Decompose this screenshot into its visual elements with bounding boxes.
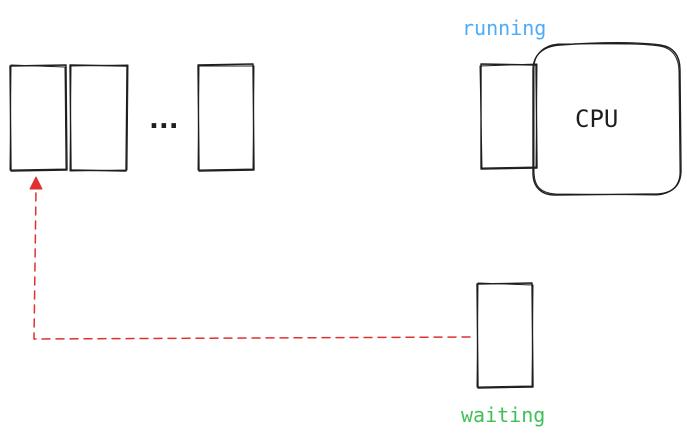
waiting-label: waiting bbox=[461, 403, 545, 427]
queue-slot-1-sketch-pass bbox=[9, 64, 67, 171]
cpu: CPU bbox=[532, 42, 682, 196]
queue-slot-2 bbox=[69, 64, 128, 172]
waiting-process-box bbox=[476, 282, 534, 389]
return-to-queue-arrow bbox=[29, 176, 471, 340]
queue-slot-last-sketch-pass bbox=[197, 65, 255, 171]
queue-ellipsis: ... bbox=[149, 105, 179, 135]
running-process-box-sketch-pass bbox=[479, 63, 538, 169]
return-arrow-line bbox=[33, 189, 471, 340]
running-label: running bbox=[462, 16, 546, 40]
queue-slot-2-sketch-pass bbox=[69, 64, 129, 172]
waiting-process: waiting bbox=[461, 282, 545, 427]
running-process-box bbox=[480, 63, 538, 170]
running-process: running bbox=[462, 16, 546, 170]
queue-slot-1 bbox=[9, 64, 68, 172]
return-arrow-head bbox=[29, 176, 43, 190]
cpu-label: CPU bbox=[575, 105, 618, 133]
ready-queue: ... bbox=[9, 63, 255, 172]
waiting-process-box-sketch-pass bbox=[476, 282, 534, 388]
cpu-box-sketch-pass bbox=[533, 43, 681, 196]
queue-slot-last bbox=[197, 63, 255, 172]
